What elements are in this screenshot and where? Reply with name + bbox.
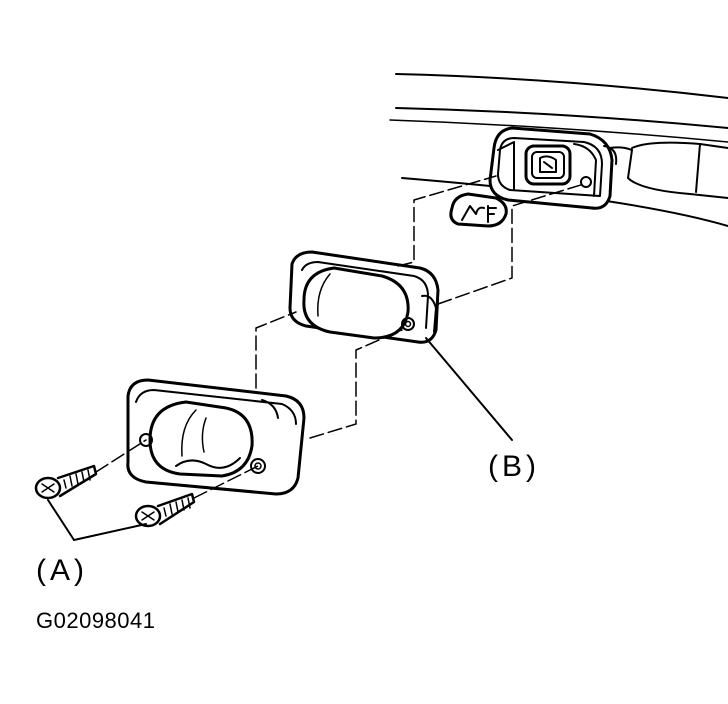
alignment-lines xyxy=(95,175,585,499)
leader-lines xyxy=(47,337,513,541)
lamp-gasket xyxy=(288,250,440,344)
bulb xyxy=(449,192,508,228)
gasket-callout-label: (B) xyxy=(488,450,540,483)
bulb-socket xyxy=(488,126,618,210)
figure-code: G02098041 xyxy=(36,608,156,633)
rear-bumper-mount xyxy=(389,73,728,227)
license-lamp-lens xyxy=(126,378,306,496)
screw-callout-label: (A) xyxy=(36,554,88,587)
screw-icon xyxy=(34,464,196,528)
